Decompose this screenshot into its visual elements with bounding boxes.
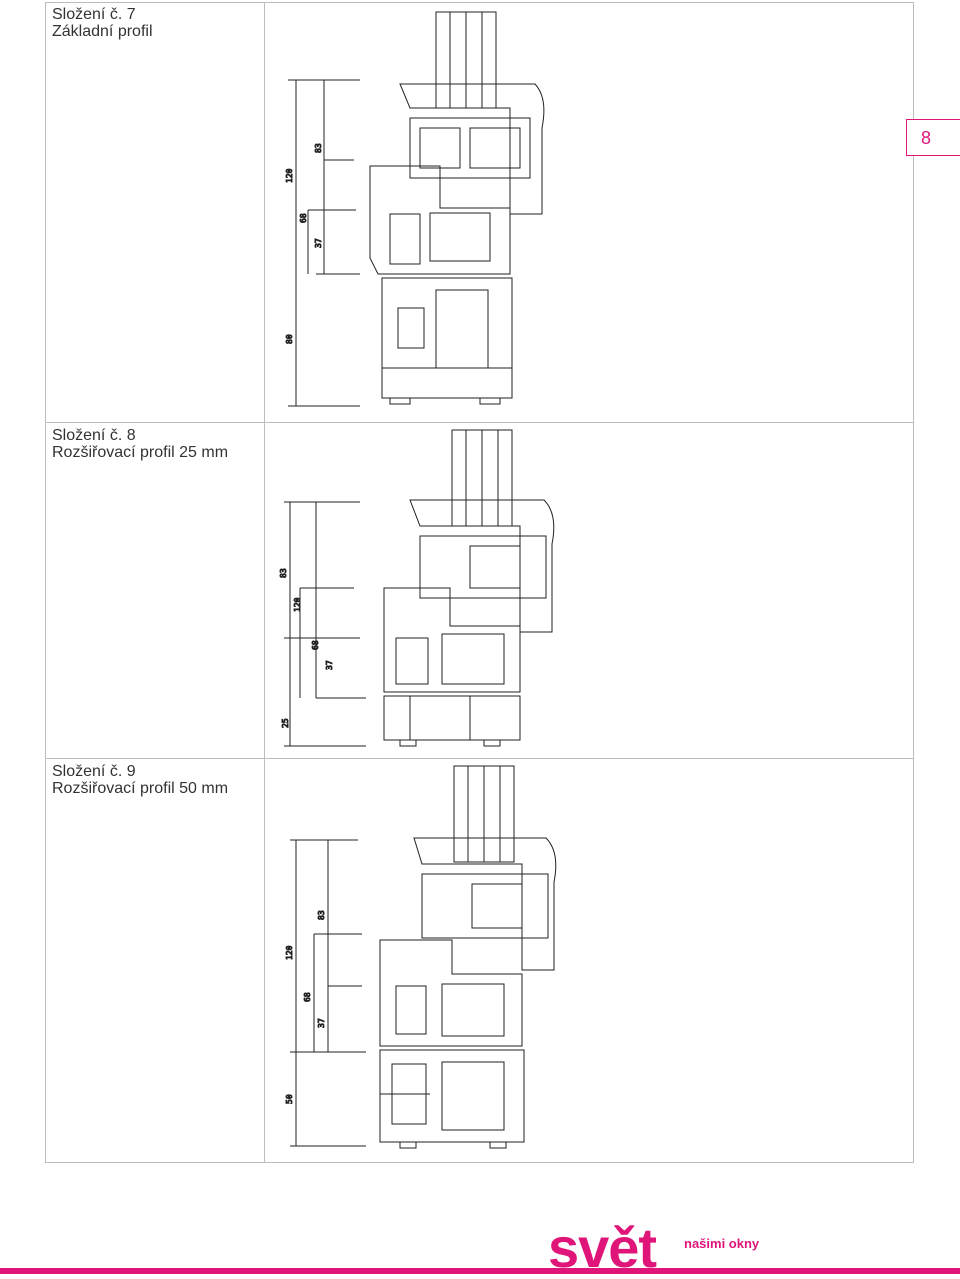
column-divider: [264, 2, 265, 1163]
dim-label: 83: [317, 910, 326, 920]
dim-label: 83: [314, 143, 323, 153]
row-divider: [45, 758, 914, 759]
dim-label: 68: [303, 992, 312, 1002]
brand-tagline: našimi okny: [684, 1236, 760, 1251]
row-divider: [45, 422, 914, 423]
section-subtitle: Rozšiřovací profil 50 mm: [52, 780, 229, 797]
dim-label: 80: [285, 334, 294, 344]
section-subtitle: Základní profil: [52, 23, 153, 40]
chapter-tab: 8: [906, 119, 960, 156]
section-caption-7: Složení č. 7 Základní profil: [52, 6, 153, 40]
profile-drawing-8: 83 120 68 37 25: [270, 428, 570, 750]
dim-label: 37: [325, 660, 334, 670]
section-title: Složení č. 9: [52, 763, 136, 780]
profile-drawing-9: 120 83 68 37 50: [270, 764, 570, 1150]
dim-label: 83: [279, 568, 288, 578]
profile-drawing-7: 120 83 68 37 80: [270, 8, 550, 410]
brand-logo: svět našimi okny: [548, 1216, 768, 1279]
section-caption-8: Složení č. 8 Rozšiřovací profil 25 mm: [52, 427, 228, 461]
dim-label: 120: [293, 597, 302, 612]
dim-label: 37: [314, 238, 323, 248]
profiles-table: [45, 2, 914, 1163]
chapter-number: 8: [921, 128, 932, 148]
dim-label: 68: [311, 640, 320, 650]
dim-label: 68: [299, 213, 308, 223]
footer-bar: [0, 1268, 960, 1274]
section-subtitle: Rozšiřovací profil 25 mm: [52, 444, 229, 461]
dim-label: 120: [285, 945, 294, 960]
section-caption-9: Složení č. 9 Rozšiřovací profil 50 mm: [52, 763, 228, 797]
section-title: Složení č. 8: [52, 427, 136, 444]
dim-label: 25: [281, 718, 290, 728]
dim-label: 120: [285, 168, 294, 183]
dim-label: 50: [285, 1094, 294, 1104]
section-title: Složení č. 7: [52, 6, 136, 23]
dim-label: 37: [317, 1018, 326, 1028]
brand-word: svět: [548, 1216, 657, 1279]
